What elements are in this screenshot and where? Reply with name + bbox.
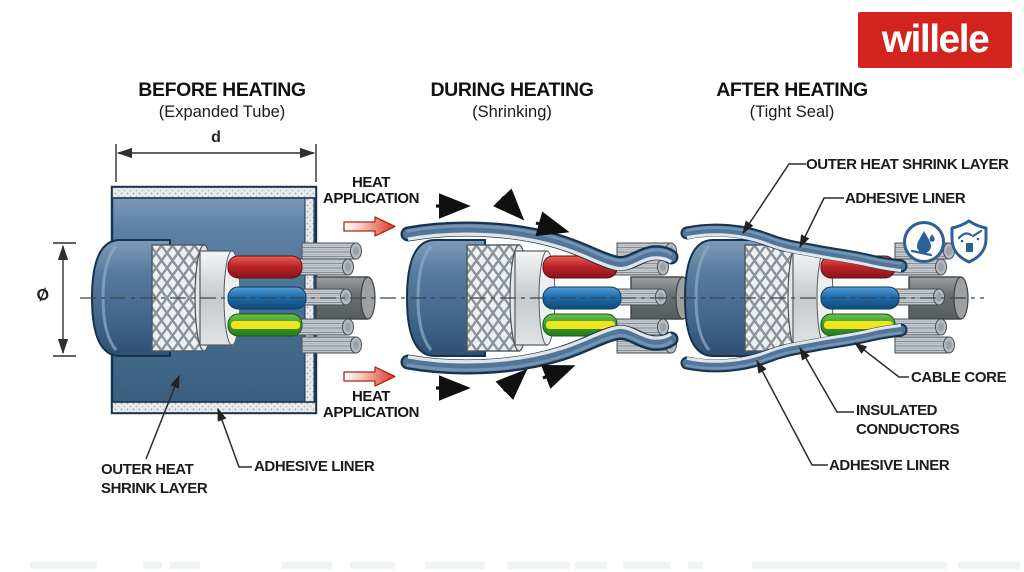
leader-cable-core [853,342,909,378]
label-adhesive-liner-top: ADHESIVE LINER [845,190,966,207]
protection-shield-icon [950,219,988,264]
caption-artifact [958,562,1020,569]
stage-subtitle-during: (Shrinking) [472,103,552,121]
waterproof-icon [903,221,945,263]
leader-outer-heat-shrink-layer [742,163,806,235]
adhesive-liner-top-strip [111,186,317,199]
label-cable-core: CABLE CORE [911,369,1007,386]
label-adhesive-liner-bottom-right: ADHESIVE LINER [829,457,950,474]
label-outer-heat-shrink-layer: OUTER HEAT SHRINK LAYER [806,156,1009,173]
adhesive-liner-bottom-strip [111,401,317,414]
leader-lines [145,163,909,468]
heat-application-top: HEAT APPLICATION [322,174,420,207]
heat-arrows [343,216,396,387]
heat-arrow-bottom [343,366,396,387]
brand-name: willele [881,18,990,61]
tube-width-dimension [115,144,317,182]
tube-width-label: d [211,129,221,146]
label-adhesive-liner-left: ADHESIVE LINER [254,458,375,475]
label-outer-heat-shrink-left: OUTER HEAT SHRINK LAYER [101,461,208,497]
stage-header-before: BEFORE HEATING (Expanded Tube) [117,79,327,122]
caption-artifact [575,562,607,569]
heat-arrow-top [343,216,396,237]
brand-logo: willele [858,12,1012,68]
stage-title-after: AFTER HEATING [716,79,868,101]
shrink-direction-arrows [436,188,576,401]
caption-artifact [507,562,570,569]
leader-insulated-conductors [799,346,854,413]
caption-artifact [688,562,703,569]
stage-subtitle-before: (Expanded Tube) [158,103,286,121]
heat-application-bottom: HEAT APPLICATION [322,388,420,421]
stage-subtitle-after: (Tight Seal) [749,103,835,121]
stage-title-during: DURING HEATING [430,79,594,101]
caption-artifact [350,562,395,569]
caption-artifact [752,562,947,569]
caption-artifact [170,562,200,569]
caption-artifact [282,562,332,569]
stage-header-after: AFTER HEATING (Tight Seal) [687,79,897,122]
caption-artifact [425,562,485,569]
caption-artifact [143,562,162,569]
label-insulated-conductors: INSULATED CONDUCTORS [856,402,960,438]
leader-outer-heat-shrink-left [145,374,180,460]
caption-artifact [623,562,670,569]
caption-artifact [30,562,97,569]
leader-adhesive-liner-top [799,197,844,249]
tube-diameter-dimension [53,242,76,357]
leader-adhesive-liner-left [217,407,252,468]
during-diagram [407,188,690,401]
leader-adhesive-liner-bottom-right [756,359,828,466]
stage-header-during: DURING HEATING (Shrinking) [407,79,617,122]
before-diagram [92,185,375,415]
stage-title-before: BEFORE HEATING [138,79,306,101]
